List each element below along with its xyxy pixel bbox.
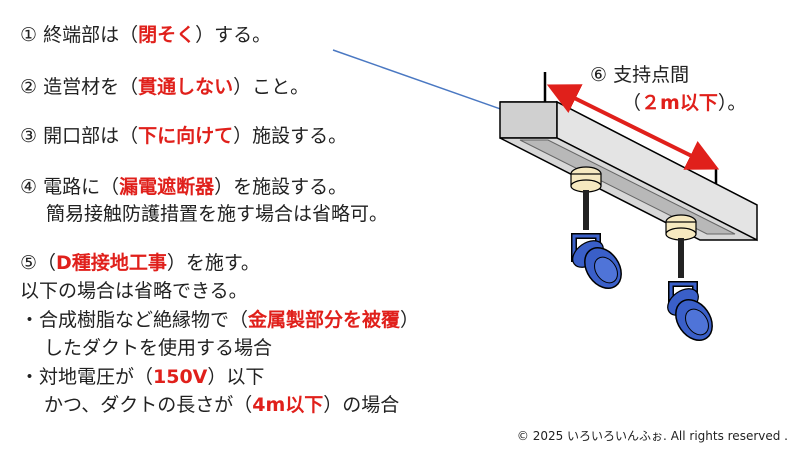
exemption-2-cont: かつ、ダクトの長さが（4m以下）の場合 [44, 394, 400, 416]
spotlight-left [570, 166, 622, 289]
exemption-2: ・対地電圧が（150V）以下 [20, 366, 265, 388]
item-penetration: ② 造営材を（貫通しない）こと。 [20, 76, 310, 98]
item-breaker-note: 簡易接触防護措置を施す場合は省略可。 [46, 203, 389, 225]
item-grounding: ⑤（D種接地工事）を施す。 [20, 252, 260, 274]
duct-end-cap [499, 101, 558, 139]
highlight-answer: 漏電遮断器 [119, 176, 215, 198]
item-breaker: ④ 電路に（漏電遮断器）を施設する。 [20, 176, 348, 198]
copyright-notice: © 2025 いろいろいんふぉ. All rights reserved . [516, 429, 788, 443]
item-opening: ③ 開口部は（下に向けて）施設する。 [20, 125, 348, 147]
support-spacing-value: （２m以下）。 [622, 92, 747, 114]
highlight-answer: ２m以下 [641, 92, 718, 114]
item-end-cap: ① 終端部は（閉そく）する。 [20, 24, 272, 46]
highlight-answer: 金属製部分を被覆 [248, 309, 401, 331]
highlight-answer: 4m以下 [252, 394, 324, 416]
highlight-answer: 閉そく [138, 24, 196, 46]
support-spacing-title: ⑥ 支持点間 [590, 64, 690, 86]
highlight-answer: D種接地工事 [56, 252, 167, 274]
support-spacing-arrow [546, 84, 720, 170]
highlight-answer: 下に向けて [138, 125, 234, 147]
end-cap-pointer-line [332, 49, 527, 119]
exemption-1-cont: したダクトを使用する場合 [44, 337, 273, 359]
highlight-answer: 貫通しない [138, 76, 234, 98]
spotlight-right [665, 214, 713, 341]
highlight-answer: 150V [153, 366, 208, 388]
exemption-1: ・合成樹脂など絶縁物で（金属製部分を被覆） [20, 309, 420, 331]
grounding-exemption-intro: 以下の場合は省略できる。 [20, 280, 248, 302]
